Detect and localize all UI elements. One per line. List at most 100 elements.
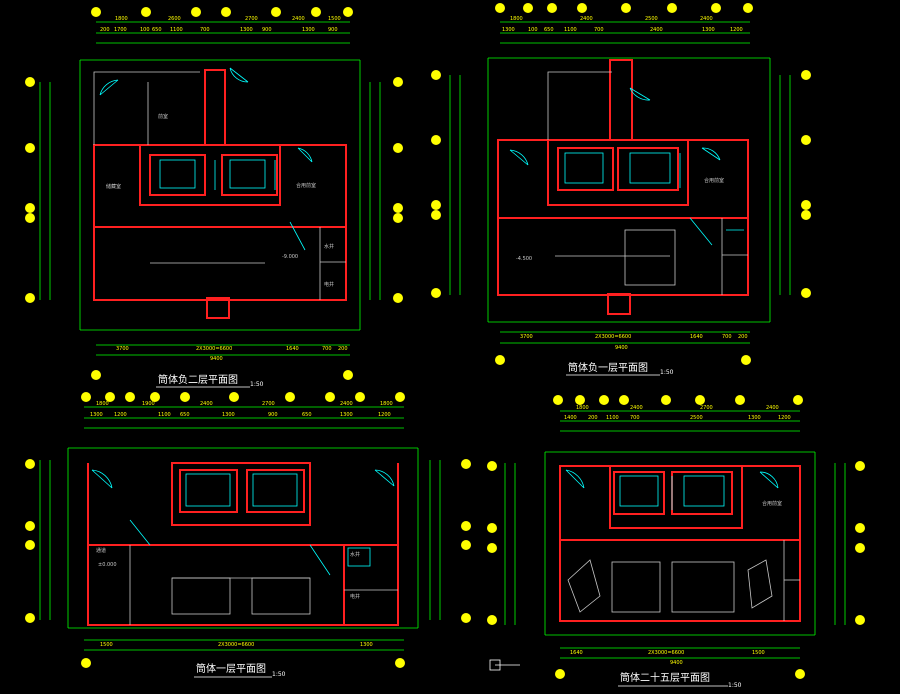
plan-b1: 合用前室 -4.500 1800 2400 2500 2400 1300 100…: [431, 3, 811, 376]
axis-bubbles-top: [91, 7, 353, 17]
ucs-icon: [489, 659, 520, 671]
dimension-lines: [449, 21, 791, 344]
elevation-label: ±0.000: [98, 562, 117, 568]
dim-text: 200: [338, 346, 348, 352]
dim-text: 1200: [778, 415, 791, 421]
dim-text: 2X3000=6600: [196, 346, 232, 352]
dim-text: 1300: [340, 412, 353, 418]
dim-text: 200: [100, 27, 110, 33]
dim-text: 9400: [615, 345, 628, 351]
dim-text: 1100: [170, 27, 183, 33]
dim-text: 1300: [748, 415, 761, 421]
walls: [559, 465, 801, 622]
dim-text: 2X3000=6600: [595, 334, 631, 340]
dim-text: 650: [302, 412, 312, 418]
dim-text: 1300: [302, 27, 315, 33]
dim-text: 650: [544, 27, 554, 33]
dim-text: 1800: [96, 401, 109, 407]
dim-text: 2400: [700, 16, 713, 22]
axis-bubbles-side: [431, 70, 811, 298]
dim-text: 900: [328, 27, 338, 33]
walls: [497, 59, 749, 315]
dim-text: 1800: [115, 16, 128, 22]
dim-text: 2X3000=6600: [648, 650, 684, 656]
dim-text: 2500: [690, 415, 703, 421]
dim-text: 1300: [502, 27, 515, 33]
dim-text: 1300: [702, 27, 715, 33]
dim-text: 2500: [645, 16, 658, 22]
plan-scale: 1:50: [660, 369, 674, 376]
room-label: 前室: [158, 113, 168, 120]
dim-text: 1100: [564, 27, 577, 33]
dim-text: 1100: [606, 415, 619, 421]
room-label: 储藏室: [106, 183, 121, 190]
plan-scale: 1:50: [272, 671, 286, 678]
dim-text: 2700: [262, 401, 275, 407]
dim-text: 1300: [360, 642, 373, 648]
dim-text: 650: [180, 412, 190, 418]
dim-text: 900: [262, 27, 272, 33]
dim-text: 1900: [142, 401, 155, 407]
dim-text: 200: [588, 415, 598, 421]
room-label: 电井: [350, 593, 360, 600]
dim-text: 2400: [650, 27, 663, 33]
plan-scale: 1:50: [250, 381, 264, 388]
axis-bubbles-side: [25, 459, 471, 623]
elevation-label: -9.000: [282, 254, 298, 260]
plan-title: 筒体二十五层平面图: [620, 671, 710, 684]
dim-text: 1300: [90, 412, 103, 418]
dimension-lines: [39, 21, 381, 356]
dim-text: 1700: [114, 27, 127, 33]
dimension-lines: [504, 410, 846, 659]
room-label: 合用前室: [762, 500, 782, 507]
dim-text: 1500: [100, 642, 113, 648]
dim-text: 2400: [200, 401, 213, 407]
dim-text: 2400: [340, 401, 353, 407]
axis-bubbles-bottom: [495, 355, 751, 365]
dim-text: 1640: [570, 650, 583, 656]
dim-text: 2400: [630, 405, 643, 411]
axis-bubbles-top: [81, 392, 405, 402]
elevation-label: -4.500: [516, 256, 532, 262]
plan-scale: 1:50: [728, 682, 742, 689]
dim-text: 1500: [752, 650, 765, 656]
dim-text: 2700: [700, 405, 713, 411]
axis-bubbles-top: [553, 395, 803, 405]
light-walls: [567, 540, 800, 621]
walls: [87, 462, 399, 626]
plan-title: 筒体一层平面图: [196, 662, 266, 675]
axis-bubbles-side: [25, 77, 403, 303]
axis-bubbles-top: [495, 3, 753, 13]
room-label: 通道: [96, 547, 106, 554]
dim-text: 100: [528, 27, 538, 33]
dim-text: 9400: [670, 660, 683, 666]
dim-text: 2400: [766, 405, 779, 411]
fixtures: [509, 87, 744, 246]
dim-text: 1640: [690, 334, 703, 340]
room-label: 合用前室: [296, 182, 316, 189]
light-walls: [93, 71, 346, 300]
dim-text: 1640: [286, 346, 299, 352]
dim-text: 9400: [210, 356, 223, 362]
dim-text: 1300: [222, 412, 235, 418]
plan-title: 筒体负二层平面图: [158, 373, 238, 386]
plan-b2: 前室 储藏室 合用前室 电井 水井 -9.000 1800 2600 2700 …: [25, 7, 403, 388]
dim-text: 700: [594, 27, 604, 33]
dim-text: 700: [722, 334, 732, 340]
dim-text: 2400: [580, 16, 593, 22]
dim-text: 3700: [520, 334, 533, 340]
dim-text: 3700: [116, 346, 129, 352]
light-walls: [547, 71, 748, 295]
walls: [93, 69, 347, 319]
dim-text: 2400: [292, 16, 305, 22]
dim-text: 100: [140, 27, 150, 33]
axis-bubbles-bottom: [81, 658, 405, 668]
dim-text: 1100: [158, 412, 171, 418]
dim-text: 700: [322, 346, 332, 352]
axis-bubbles-bottom: [555, 669, 805, 679]
axis-bubbles-bottom: [91, 370, 353, 380]
dim-text: 1800: [576, 405, 589, 411]
dim-text: 200: [738, 334, 748, 340]
light-walls: [129, 545, 398, 625]
dimension-lines: [39, 406, 441, 651]
